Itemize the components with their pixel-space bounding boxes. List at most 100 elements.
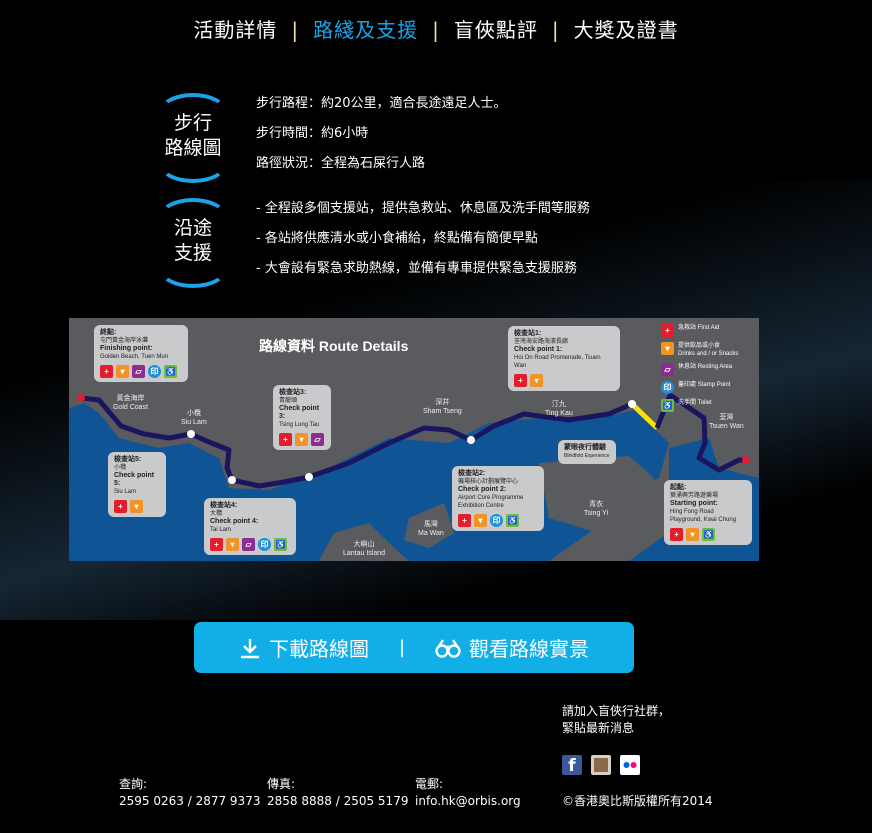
map-title: 路線資料 Route Details [259,338,409,354]
nav-separator: | [432,18,440,42]
first-aid-icon: + [114,500,127,513]
rest-icon: ▱ [311,433,324,446]
island [539,456,654,533]
copyright: ©香港奧比斯版權所有2014 [562,794,713,808]
first-aid-icon: + [514,374,527,387]
binoculars-icon [435,638,461,658]
stamp-icon: 印 [490,514,503,527]
support-line: - 各站將供應清水或小食補給，終點備有簡便早點 [256,231,538,246]
rest-icon: ▱ [132,365,145,378]
first-aid-icon: + [100,365,113,378]
stamp-icon: 印 [258,538,271,551]
fax-info: 傳真:2858 8888 / 2505 5179 [267,777,409,808]
facebook-icon[interactable]: f [562,755,582,776]
first-aid-icon: + [670,528,683,541]
island [319,523,409,561]
download-map-button[interactable]: 下載路線圖 [239,633,369,662]
toilet-icon: ♿ [702,528,715,541]
route-line [80,395,633,489]
view-route-button[interactable]: 觀看路線實景 [435,633,589,662]
flickr-icon[interactable] [620,755,640,775]
first-aid-icon: + [279,433,292,446]
checkpoint-marker [187,430,195,438]
support-badge: 沿途支援 [158,198,228,288]
view-label: 觀看路線實景 [469,637,590,661]
snack-icon: ▾ [226,538,239,551]
email-info: 電郵:info.hk@orbis.org [415,777,521,808]
email-link[interactable]: info.hk@orbis.org [415,794,521,808]
stamp-icon: 印 [148,365,161,378]
checkpoint-marker [628,400,636,408]
finish-marker [77,394,85,402]
island [404,503,454,548]
route-duration: 步行時間：約6小時 [256,126,369,141]
toilet-icon: ♿ [506,514,519,527]
nav-separator: | [551,18,560,42]
support-line: - 大會設有緊急求助熱線，並備有專車提供緊急支援服務 [256,261,577,276]
route-line [654,392,746,473]
first-aid-icon: + [458,514,471,527]
toilet-icon: ♿ [661,399,674,412]
button-separator: | [398,637,406,658]
first-aid-icon: + [661,324,674,337]
snack-icon: ▾ [130,500,143,513]
nav-event-details[interactable]: 活動詳情 [193,18,278,42]
instagram-icon[interactable] [591,755,611,775]
download-label: 下載路線圖 [268,637,369,661]
nav-separator: | [291,18,300,42]
checkpoint-marker [467,436,475,444]
badge-text: 步行 [173,112,212,134]
start-marker [742,456,750,464]
rest-icon: ▱ [242,538,255,551]
download-icon [240,638,259,658]
badge-text: 沿途 [173,217,212,239]
badge-text: 路線圖 [164,137,222,159]
top-nav: 活動詳情 | 路綫及支援 | 盲俠點評 | 大獎及證書 [0,14,872,43]
blindfold-segment [630,402,659,430]
snack-icon: ▾ [530,374,543,387]
route-condition: 路徑狀況：全程為石屎行人路 [256,156,426,171]
nav-route-support[interactable]: 路綫及支援 [313,18,419,42]
toilet-icon: ♿ [274,538,287,551]
route-info: 步行路程：約20公里，適合長途遠足人士。 步行時間：約6小時 路徑狀況：全程為石… [256,89,507,179]
nav-awards[interactable]: 大獎及證書 [573,18,679,42]
snack-icon: ▾ [686,528,699,541]
nav-reviews[interactable]: 盲俠點評 [453,18,538,42]
snack-icon: ▾ [295,433,308,446]
stamp-icon: 印 [661,381,674,394]
snack-icon: ▾ [116,365,129,378]
snack-icon: ▾ [661,342,674,355]
support-info: - 全程設多個支援站，提供急救站、休息區及洗手間等服務 - 各站將供應清水或小食… [256,194,590,284]
enquiry-info: 查詢:2595 0263 / 2877 9373 [119,777,261,808]
toilet-icon: ♿ [164,365,177,378]
checkpoint-marker [305,473,313,481]
social-join-text: 請加入盲俠行社群，緊貼最新消息 [562,704,671,735]
support-line: - 全程設多個支援站，提供急救站、休息區及洗手間等服務 [256,201,590,216]
checkpoint-marker [228,476,236,484]
route-distance: 步行路程：約20公里，適合長途遠足人士。 [256,96,507,111]
snack-icon: ▾ [474,514,487,527]
route-badge: 步行路線圖 [158,93,228,183]
badge-text: 支援 [173,242,212,264]
first-aid-icon: + [210,538,223,551]
route-action-bar: 下載路線圖 | 觀看路線實景 [194,622,634,673]
rest-icon: ▱ [661,363,674,376]
